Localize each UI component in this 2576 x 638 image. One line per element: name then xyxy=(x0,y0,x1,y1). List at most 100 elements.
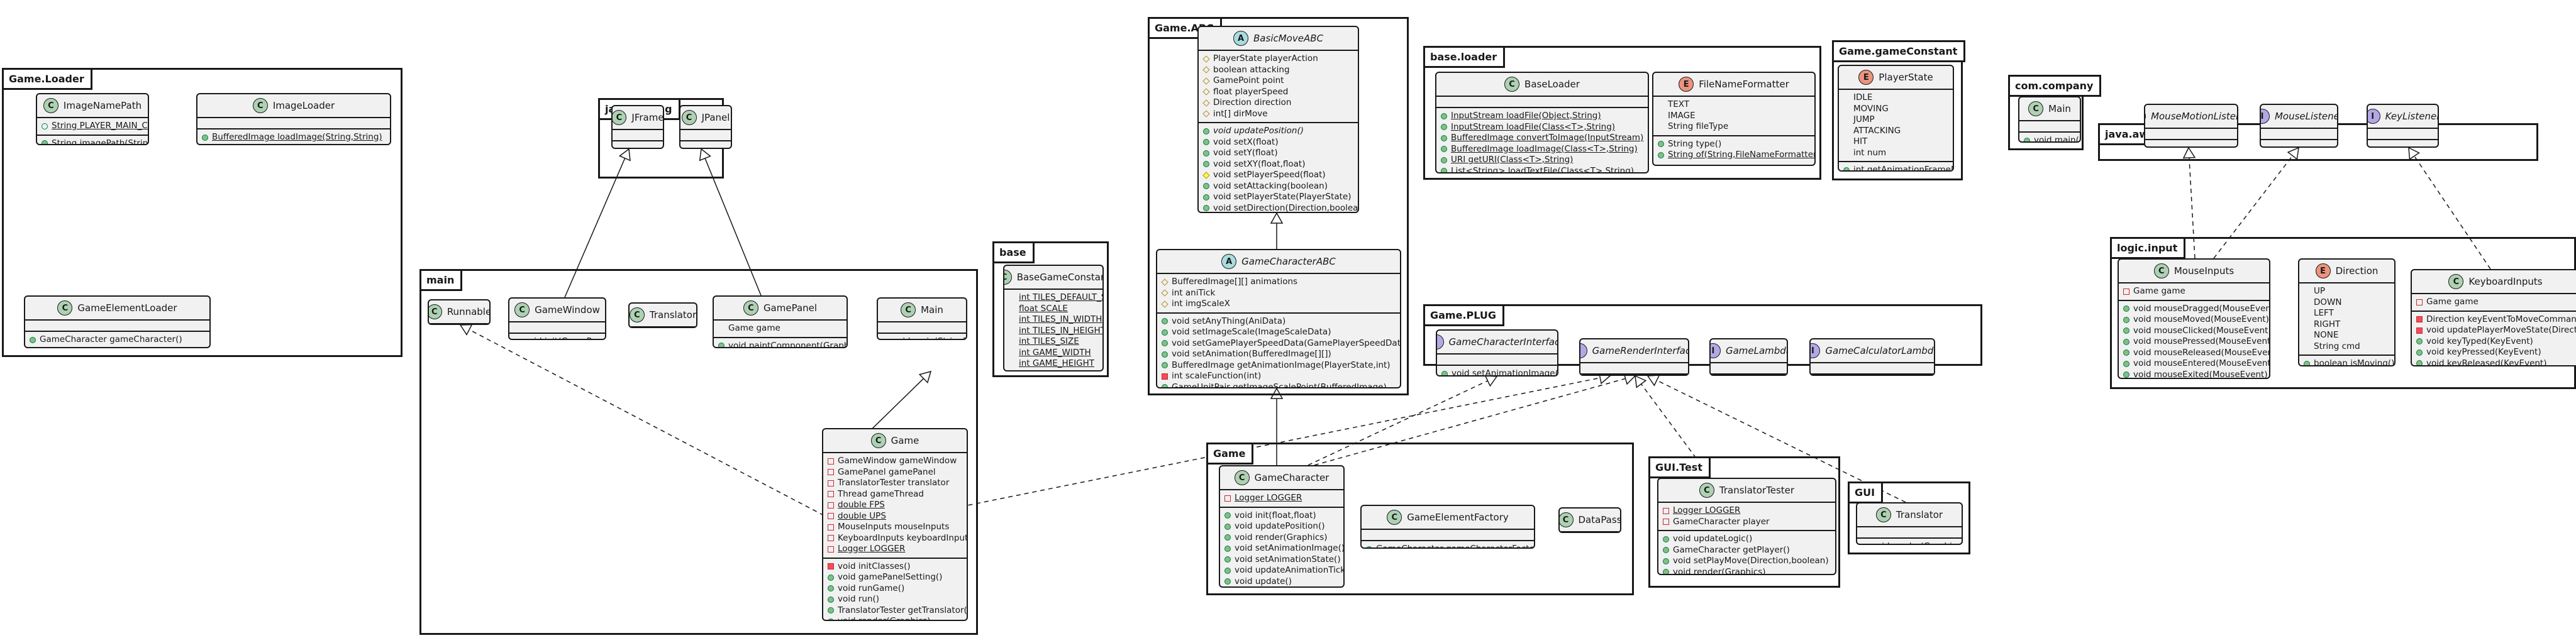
class-game-render-interface[interactable]: IGameRenderInterfacevoid render(Graphics… xyxy=(1579,338,1689,376)
method: BufferedImage loadImage(String,String) xyxy=(201,132,386,143)
fields-section xyxy=(1362,530,1534,541)
field-text: GamePoint point xyxy=(1213,75,1284,85)
visibility-priv-icon xyxy=(2416,299,2423,305)
interface-icon: I xyxy=(1580,343,1587,358)
method-text: void init(float,float) xyxy=(1235,510,1316,520)
method: void setGamePlayerSpeedData(GamePlayerSp… xyxy=(1161,338,1400,349)
class-mouse-motion-listener[interactable]: IMouseMotionListener xyxy=(2144,104,2238,148)
methods-section: T func(T,T) xyxy=(1711,375,1787,376)
method-text: void setAnimationImage() xyxy=(1235,543,1345,553)
interface-icon: I xyxy=(2368,109,2380,124)
class-base-game-constant[interactable]: CBaseGameConstantint TILES_DEFAULT_SIZEf… xyxy=(1003,265,1104,371)
class-name: Main xyxy=(921,304,943,316)
method: void init(float,float) xyxy=(1224,510,1340,522)
field-text: int TILES_IN_HEIGHT xyxy=(1019,325,1104,336)
method-text: void render(Graphics) xyxy=(1673,566,1766,575)
visibility-pub-icon xyxy=(882,338,889,339)
class-name: JPanel xyxy=(701,112,730,123)
field-text: Thread gameThread xyxy=(838,488,924,499)
method-text: void setDirection(Direction,boolean) xyxy=(1213,202,1359,213)
field: Game game xyxy=(718,323,843,334)
field: Game game xyxy=(2123,286,2265,297)
class-game-window[interactable]: CGameWindowvoid init(GamePanel) xyxy=(508,297,606,340)
hollow-arrowhead xyxy=(1646,375,1660,387)
class-icon: C xyxy=(613,110,627,125)
method: GameUnitPair getImageScalePoint(Buffered… xyxy=(1161,382,1396,387)
class-translator-gui[interactable]: CTranslatorvoid render(Graphics) xyxy=(1856,502,1963,545)
class-game-character-interface[interactable]: IGameCharacterInterfacevoid setAnimation… xyxy=(1436,329,1558,377)
fields-section: String PLAYER_MAIN_CHARACTER xyxy=(37,118,148,136)
fields-section: Logger LOGGER xyxy=(1220,490,1343,508)
field-text: int GAME_WIDTH xyxy=(1019,347,1091,358)
method: String of(String,FileNameFormatter) xyxy=(1657,150,1814,161)
class-icon: C xyxy=(1560,512,1574,527)
method: void update() xyxy=(1224,576,1340,587)
class-name: Runnable xyxy=(447,306,491,317)
field-text: int[] dirMove xyxy=(1213,108,1268,119)
method-text: void render(Graphics) xyxy=(1872,541,1962,544)
method: void mouseReleased(MouseEvent) xyxy=(2123,348,2269,359)
visibility-pub-icon xyxy=(2123,360,2129,367)
visibility-priv-icon xyxy=(827,469,834,476)
class-name: ImageLoader xyxy=(272,100,335,111)
methods-section: void setAnimationImage()void setAnimatio… xyxy=(1437,366,1558,377)
fields-section xyxy=(680,130,731,141)
class-game-calculator-lambda[interactable]: IGameCalculatorLambdaint calculate(int) xyxy=(1809,338,1935,376)
method-text: void setAnimationImage() xyxy=(1452,368,1558,377)
interface-icon: I xyxy=(1711,343,1721,358)
class-game-lambda[interactable]: IGameLambdaT func(T,T) xyxy=(1709,338,1788,376)
methods-section: void updateLogic()GameCharacter getPlaye… xyxy=(1658,531,1835,575)
package-logic-input: logic.input xyxy=(2110,237,2576,389)
fields-section xyxy=(1437,355,1557,366)
method-text: void updateAnimationTick() xyxy=(1235,565,1345,575)
visibility-pub-icon xyxy=(2123,316,2129,323)
field-text: GameCharacter player xyxy=(1673,516,1770,527)
interface-icon: I xyxy=(2261,109,2270,124)
visibility-prot-icon xyxy=(1202,66,1210,74)
methods-section: void render(Graphics) xyxy=(1580,375,1688,376)
class-icon: C xyxy=(2153,263,2169,278)
class-name: GameCharacterInterface xyxy=(1448,336,1558,348)
method: void setAnyThing(AniData) xyxy=(1161,316,1396,327)
field-text: String PLAYER_MAIN_CHARACTER xyxy=(52,121,148,131)
fields-section: Game game xyxy=(2119,283,2269,301)
visibility-pub-icon xyxy=(2303,360,2310,365)
class-name: GameElementFactory xyxy=(1407,512,1509,523)
method-text: void keyReleased(KeyEvent) xyxy=(2426,358,2547,366)
field-text: float playerSpeed xyxy=(1213,86,1289,97)
method: Direction keyEventToMoveCommand(KeyEvent… xyxy=(2416,314,2576,326)
class-icon: C xyxy=(514,302,530,317)
package-title: Game.gameConstant xyxy=(1832,40,1966,62)
